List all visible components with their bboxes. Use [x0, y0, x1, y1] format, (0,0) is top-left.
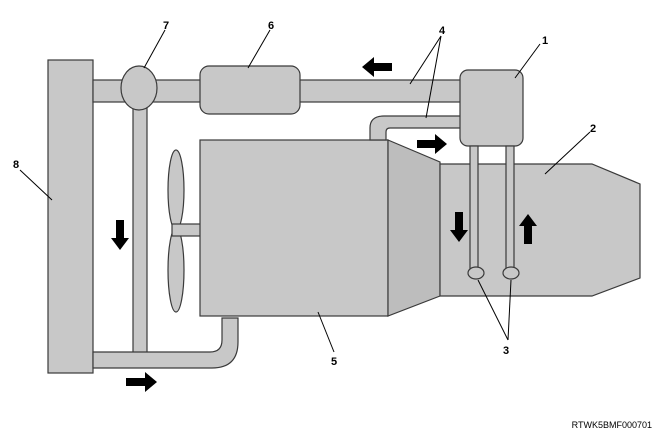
- leader-6: [247, 29, 271, 69]
- leader-3a: [477, 279, 509, 341]
- leader-5: [317, 311, 335, 353]
- arrow-right-bottom-icon: [126, 372, 157, 392]
- fan-icon: [167, 149, 203, 313]
- leader-7: [143, 29, 166, 69]
- pipe-bottom: [92, 317, 239, 369]
- leader-2: [544, 131, 591, 175]
- figure-code: RTWK5BMF000701: [572, 420, 652, 430]
- callout-6: 6: [268, 20, 274, 32]
- callout-5: 5: [331, 356, 337, 368]
- callout-7: 7: [163, 20, 169, 32]
- fitting-left: [467, 266, 485, 280]
- callout-8: 8: [13, 159, 19, 171]
- transmission: [439, 163, 641, 297]
- arrow-up-trans-icon: [519, 214, 537, 244]
- component-6: [199, 65, 301, 115]
- arrow-right-icon: [417, 134, 447, 154]
- leader-1: [514, 43, 541, 79]
- callout-1: 1: [542, 35, 548, 47]
- pipe-left-vertical: [132, 99, 148, 359]
- leader-8: [19, 169, 53, 201]
- bell-housing: [387, 139, 441, 317]
- arrow-left-icon: [362, 57, 392, 77]
- arrow-down-trans-icon: [450, 212, 468, 242]
- cooler-line-left: [469, 145, 479, 271]
- fitting-right: [502, 266, 520, 280]
- callout-4: 4: [439, 25, 446, 37]
- leader-4a: [409, 35, 442, 85]
- cooler-line-right: [505, 145, 515, 271]
- leader-3b: [507, 279, 512, 341]
- thermostat: [120, 65, 158, 111]
- pipe-engine-to-cooler: [369, 115, 464, 141]
- callout-3: 3: [503, 345, 509, 357]
- radiator: [47, 59, 94, 374]
- engine-block: [199, 139, 389, 317]
- callout-2: 2: [590, 123, 596, 135]
- arrow-down-icon: [111, 220, 129, 250]
- oil-cooler: [459, 69, 524, 147]
- leader-4b: [425, 35, 442, 119]
